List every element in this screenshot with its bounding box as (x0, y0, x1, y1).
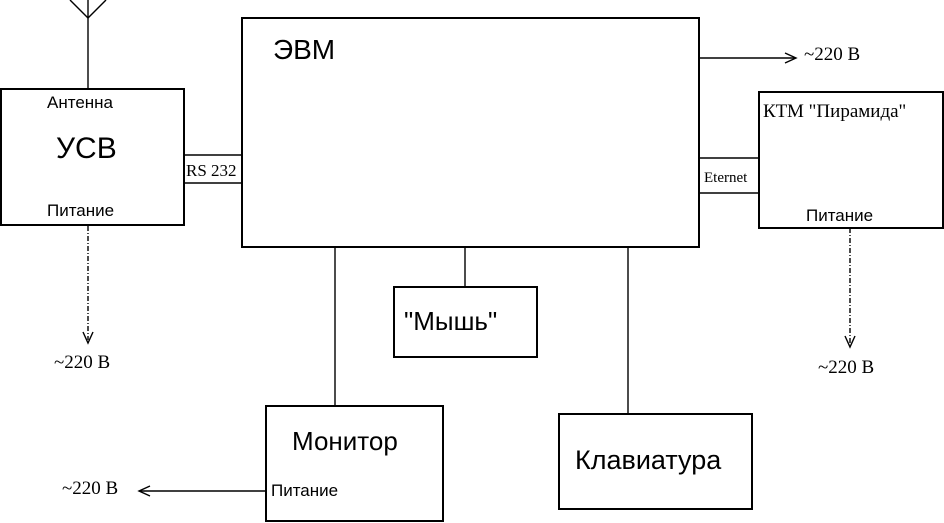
mouse-block (393, 286, 538, 358)
ktm-power-arrow (844, 335, 856, 349)
ktm-mains-label: ~220 В (818, 357, 875, 378)
ktm-block (758, 91, 944, 229)
ethernet-port-label: Eternet (704, 170, 748, 186)
ktm-power-label: Питание (806, 206, 874, 225)
monitor-power-arrow (137, 485, 151, 497)
monitor-mains-label: ~220 В (62, 478, 119, 499)
usv-title: УСВ (56, 132, 117, 165)
monitor-power-label: Питание (271, 481, 339, 500)
usv-antenna-label: Антенна (47, 93, 114, 112)
antenna-left-arm (69, 0, 89, 19)
rs232-port-label: RS 232 (186, 161, 237, 180)
evm-title: ЭВМ (273, 34, 336, 65)
mouse-title: "Мышь" (404, 306, 498, 336)
evm-power-arrow (784, 52, 798, 64)
evm-block (241, 17, 700, 248)
usv-mains-label: ~220 В (54, 352, 111, 373)
keyboard-title: Клавиатура (575, 445, 722, 475)
monitor-block (265, 405, 444, 522)
antenna-right-arm (87, 0, 107, 19)
usv-block (0, 88, 185, 226)
evm-mains-label: ~220 В (804, 44, 861, 65)
keyboard-block (558, 413, 753, 510)
usv-power-arrow (82, 331, 94, 345)
ktm-title: КТМ "Пирамида" (763, 101, 907, 122)
monitor-title: Монитор (292, 426, 398, 456)
usv-power-label: Питание (47, 201, 115, 220)
